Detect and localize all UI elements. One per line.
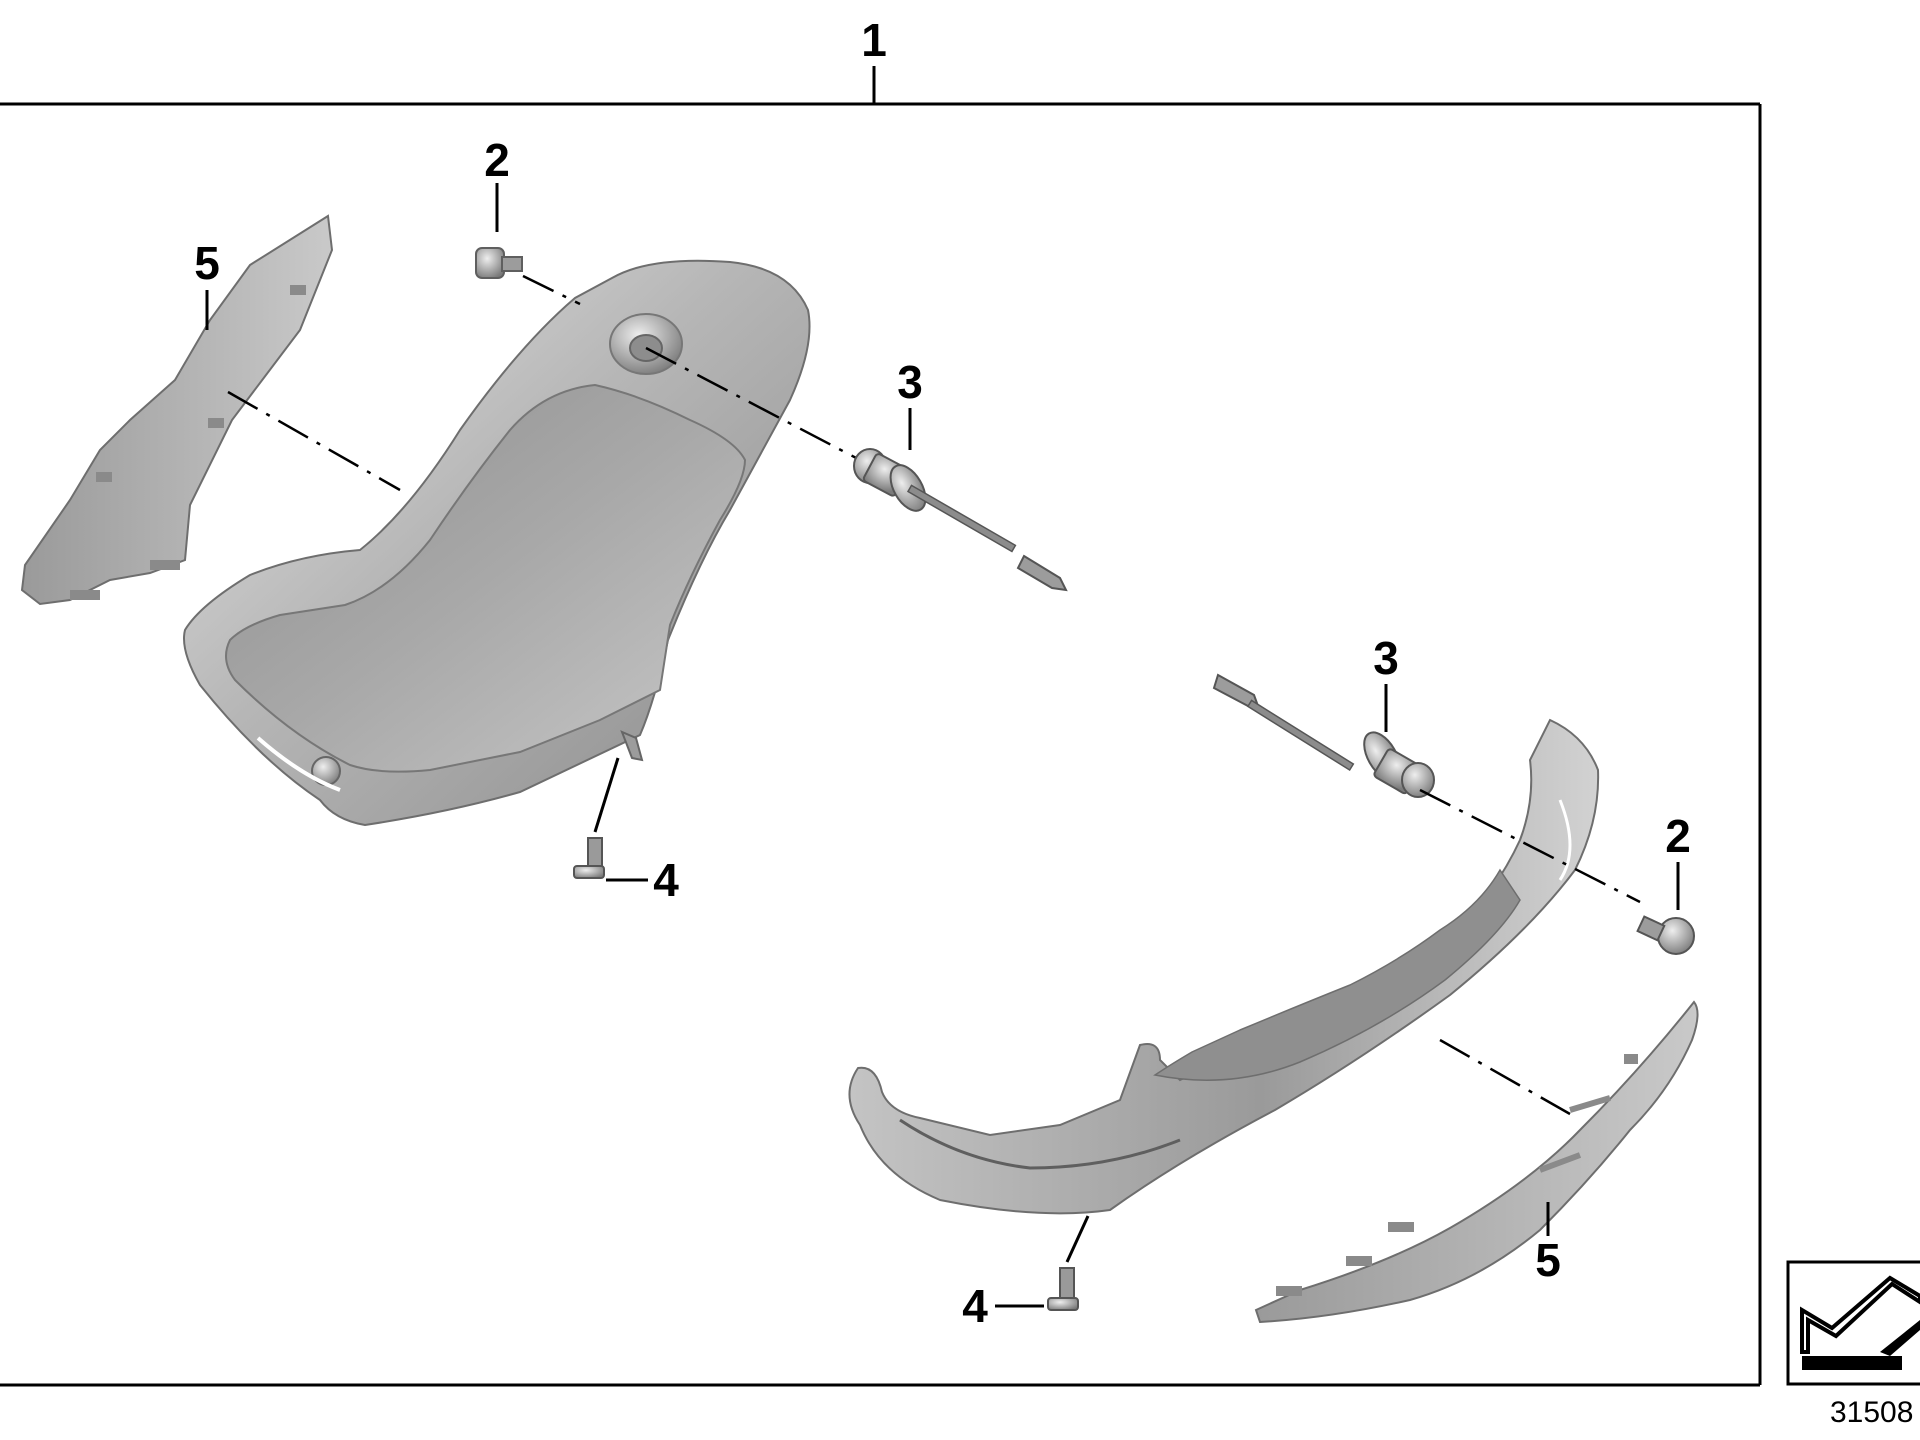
axis-upper-2 bbox=[522, 274, 581, 306]
axis-upper-5 bbox=[227, 390, 401, 492]
callout-upper-2: 2 bbox=[484, 134, 510, 186]
callout-upper-3: 3 bbox=[897, 356, 923, 408]
upper-trim-strip-part bbox=[20, 214, 334, 606]
lower-cap-part bbox=[1636, 915, 1695, 955]
axis-lower-5 bbox=[1439, 1038, 1571, 1116]
upper-cap-part bbox=[475, 247, 523, 279]
upper-cover-part bbox=[183, 259, 811, 827]
callout-assembly-1: 1 bbox=[861, 14, 887, 66]
callout-lower-3: 3 bbox=[1373, 632, 1399, 684]
leader-lower-4-axis bbox=[1065, 1215, 1090, 1263]
upper-screw-part bbox=[573, 837, 605, 879]
callout-lower-2: 2 bbox=[1665, 810, 1691, 862]
repair-kit-icon bbox=[1786, 1260, 1920, 1386]
document-number: 31508 bbox=[1830, 1396, 1913, 1429]
lower-screw-part bbox=[1047, 1267, 1079, 1311]
callout-lower-4: 4 bbox=[962, 1280, 988, 1332]
upper-fastener-part bbox=[853, 448, 1068, 592]
callout-lower-5: 5 bbox=[1535, 1234, 1561, 1286]
callout-upper-5: 5 bbox=[194, 237, 220, 289]
axis-lower-3 bbox=[1419, 788, 1641, 904]
leader-upper-4-axis bbox=[593, 757, 620, 833]
lower-fastener-part bbox=[1212, 673, 1435, 798]
callout-upper-4: 4 bbox=[653, 854, 679, 906]
lower-trim-strip-part bbox=[1254, 1000, 1699, 1324]
axis-upper-3 bbox=[645, 346, 861, 462]
lower-cover-part bbox=[848, 718, 1600, 1215]
assembly-frame bbox=[0, 66, 1762, 1387]
